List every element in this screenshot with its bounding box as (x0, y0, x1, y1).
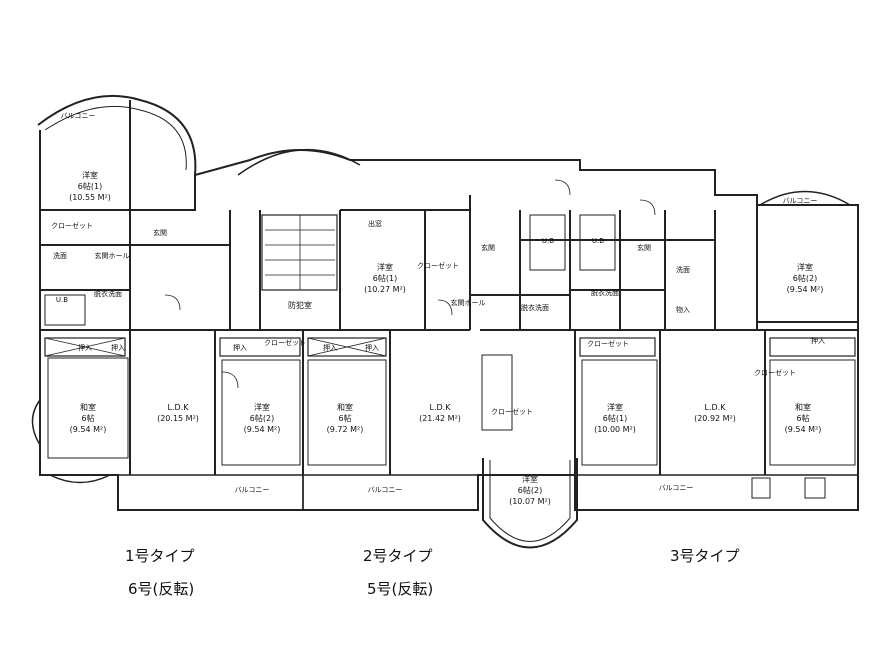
plan-label-s23: 洗面 (676, 265, 690, 274)
room-label-r5: (9.72 M²) (327, 425, 364, 434)
plan-label-s16: U.B (542, 237, 554, 245)
plan-label-s19: クローゼット (417, 261, 459, 270)
room-label-r7: 6帖(1) (373, 273, 397, 283)
staircase (261, 214, 338, 291)
caption-type2: 2号タイプ (363, 547, 433, 565)
room-label-r9: 6帖(1) (603, 413, 627, 423)
room-label-r8: (10.07 M²) (509, 497, 551, 506)
room-label-r11: 6帖 (796, 413, 809, 423)
plan-label-s32: 出窓 (368, 219, 382, 228)
plan-label-s5: 玄関ホール (95, 251, 130, 260)
room-label-r3: L.D.K (168, 403, 190, 412)
room-label-r6: (21.42 M²) (419, 414, 461, 423)
plan-label-s24: 物入 (676, 305, 690, 314)
room-label-r12: (9.54 M²) (787, 285, 824, 294)
plan-label-s12: 押入 (323, 343, 337, 352)
plan-walls (31, 94, 859, 549)
plan-label-s1: バルコニー (61, 112, 96, 120)
room-label-r8: 6帖(2) (518, 485, 542, 495)
plan-label-s21: 玄関 (637, 243, 651, 252)
bottom-bay-inner (489, 460, 571, 542)
balcony-1 (117, 474, 304, 511)
room-label-r8: 洋室 (522, 474, 538, 484)
room-label-r1: 6帖(1) (78, 181, 102, 191)
room-label-r1: (10.55 M²) (69, 193, 111, 202)
room-label-r4: (9.54 M²) (244, 425, 281, 434)
room-label-r10: (20.92 M²) (694, 414, 736, 423)
caption-type2-sub: 5号(反転) (367, 580, 434, 598)
plan-label-s18: 脱衣洗面 (521, 303, 549, 312)
plan-label-s7: 脱衣洗面 (94, 289, 122, 298)
mid-arc (237, 148, 361, 176)
caption-type1-sub: 6号(反転) (128, 580, 195, 598)
plan-label-s9: 押入 (111, 343, 125, 352)
room-label-r12: 6帖(2) (793, 273, 817, 283)
plan-label-s8: 押入 (78, 343, 92, 352)
plan-label-s28: クローゼット (754, 368, 796, 377)
plan-label-s13: 押入 (365, 343, 379, 352)
small-labels: バルコニークローゼット玄関洗面玄関ホールU.B脱衣洗面押入押入押入クローゼット押… (51, 112, 825, 494)
plan-label-s27: バルコニー (235, 486, 270, 494)
room-label-r7: 洋室 (377, 262, 393, 272)
balcony-3 (574, 474, 859, 511)
room-label-r1: 洋室 (82, 170, 98, 180)
room-label-r7: (10.27 M²) (364, 285, 406, 294)
room-label-r11: 和室 (795, 402, 811, 412)
room-label-r9: 洋室 (607, 402, 623, 412)
plan-label-s2: クローゼット (51, 221, 93, 230)
left-bay-arc-inner (44, 105, 187, 171)
room-label-r11: (9.54 M²) (785, 425, 822, 434)
plan-label-s10: 押入 (233, 343, 247, 352)
plan-label-s14: クローゼット (491, 407, 533, 416)
room-label-r2: 6帖 (81, 413, 94, 423)
bottom-bay (482, 458, 578, 549)
room-label-r3: (20.15 M²) (157, 414, 199, 423)
plan-label-s17: 玄関ホール (451, 298, 486, 307)
right-bay-arc (759, 190, 851, 206)
room-label-r12: 洋室 (797, 262, 813, 272)
room-label-r10: L.D.K (705, 403, 727, 412)
room-label-r4: 6帖(2) (250, 413, 274, 423)
room-label-r2: (9.54 M²) (70, 425, 107, 434)
room-label-r2: 和室 (80, 402, 96, 412)
plan-label-s15: 玄関 (481, 243, 495, 252)
left-bay-arc (37, 94, 197, 176)
plan-label-s4: 洗面 (53, 251, 67, 260)
left-arc-window (31, 399, 41, 446)
plan-label-s6: U.B (56, 296, 68, 304)
room-label-r5: 和室 (337, 402, 353, 412)
room-label-r4: 洋室 (254, 402, 270, 412)
plan-label-s30: バルコニー (659, 484, 694, 492)
room-label-r13: 防犯室 (288, 300, 312, 310)
caption-type1: 1号タイプ (125, 547, 195, 565)
plan-label-s25: クローゼット (587, 339, 629, 348)
plan-label-s26: 押入 (811, 336, 825, 345)
plan-label-s20: U.B (592, 237, 604, 245)
left-arc-bottom (49, 474, 111, 484)
room-label-r9: (10.00 M²) (594, 425, 636, 434)
plan-label-s22: 脱衣洗面 (591, 288, 619, 297)
plan-label-s11: クローゼット (264, 338, 306, 347)
plan-label-s29: バルコニー (368, 486, 403, 494)
plan-label-s3: 玄関 (153, 228, 167, 237)
room-label-r6: L.D.K (430, 403, 452, 412)
plan-label-s31: バルコニー (783, 197, 818, 205)
room-label-r5: 6帖 (338, 413, 351, 423)
caption-type3: 3号タイプ (670, 547, 740, 565)
